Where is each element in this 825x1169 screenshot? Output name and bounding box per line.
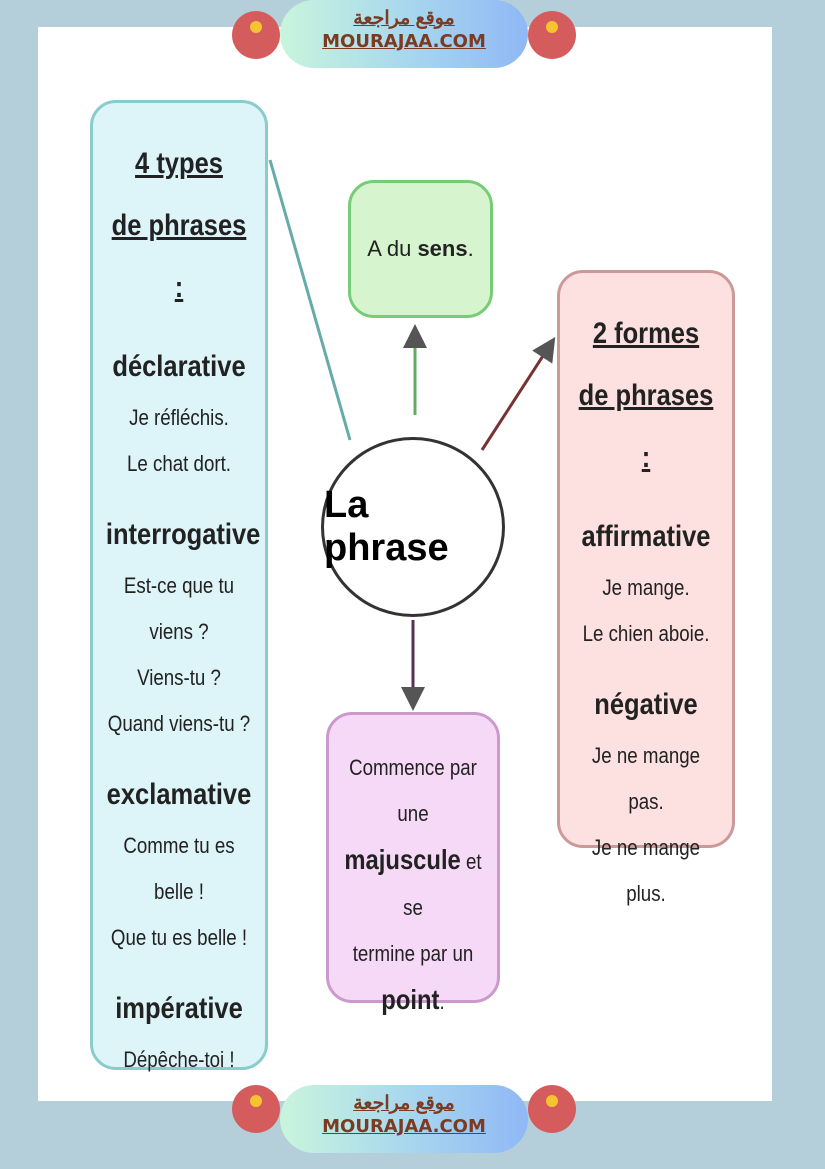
example: Est-ce que tu viens ? bbox=[123, 573, 235, 644]
line-to-formes bbox=[480, 336, 556, 451]
example: Je mange. bbox=[602, 575, 690, 600]
footer-banner[interactable]: موقع مراجعة MOURAJAA.COM bbox=[280, 1085, 528, 1153]
rules-line2: et se bbox=[403, 849, 482, 920]
sens-bold: sens bbox=[417, 236, 468, 261]
type-name: déclarative bbox=[112, 350, 246, 383]
forms-box: 2 formes de phrases : affirmative Je mang… bbox=[557, 270, 735, 906]
example: Le chat dort. bbox=[127, 451, 231, 476]
example: Je ne mange pas. bbox=[591, 743, 701, 814]
footer-site: MOURAJAA.COM bbox=[322, 1116, 486, 1137]
type-name: exclamative bbox=[106, 778, 252, 811]
banner-arabic: موقع مراجعة bbox=[353, 8, 455, 29]
type-name: affirmative bbox=[581, 520, 711, 553]
forms-title: 2 formes bbox=[592, 317, 700, 350]
header-banner[interactable]: موقع مراجعة MOURAJAA.COM bbox=[280, 0, 528, 68]
center-node: La phrase bbox=[321, 437, 505, 617]
types-title2: de phrases : bbox=[111, 209, 247, 304]
sens-box: A du sens. bbox=[348, 180, 493, 318]
example: Quand viens-tu ? bbox=[107, 711, 251, 736]
example: Comme tu es belle ! bbox=[123, 833, 235, 904]
line-to-types bbox=[268, 159, 352, 441]
rules-bold2: point bbox=[381, 984, 440, 1015]
types-box: 4 types de phrases : déclarative Je réflé… bbox=[90, 100, 268, 1072]
sens-dot: . bbox=[467, 236, 474, 261]
logo-badge-left-bottom bbox=[232, 1085, 280, 1133]
banner-site: MOURAJAA.COM bbox=[322, 31, 486, 52]
sens-text: A du bbox=[367, 236, 412, 261]
footer-arabic: موقع مراجعة bbox=[353, 1093, 455, 1114]
logo-badge-right-bottom bbox=[528, 1085, 576, 1133]
types-title: 4 types bbox=[135, 147, 223, 180]
logo-badge-right bbox=[528, 11, 576, 59]
type-name: impérative bbox=[115, 992, 243, 1025]
example: Viens-tu ? bbox=[137, 665, 221, 690]
type-name: interrogative bbox=[105, 518, 261, 551]
rules-bold1: majuscule bbox=[344, 844, 461, 875]
rules-line4: . bbox=[439, 989, 445, 1014]
example: Que tu es belle ! bbox=[110, 925, 248, 950]
type-name: négative bbox=[594, 688, 698, 721]
example: Le chien aboie. bbox=[582, 621, 710, 646]
example: Je réfléchis. bbox=[129, 405, 229, 430]
example: Je ne mange plus. bbox=[591, 835, 701, 906]
forms-title2: de phrases : bbox=[578, 379, 714, 474]
logo-badge-left bbox=[232, 11, 280, 59]
rules-line3: termine par un bbox=[352, 941, 474, 966]
rules-box: Commence par une majuscule et se termine… bbox=[326, 712, 500, 1015]
example: Dépêche-toi ! bbox=[123, 1047, 235, 1072]
rules-line1: Commence par une bbox=[349, 755, 477, 826]
